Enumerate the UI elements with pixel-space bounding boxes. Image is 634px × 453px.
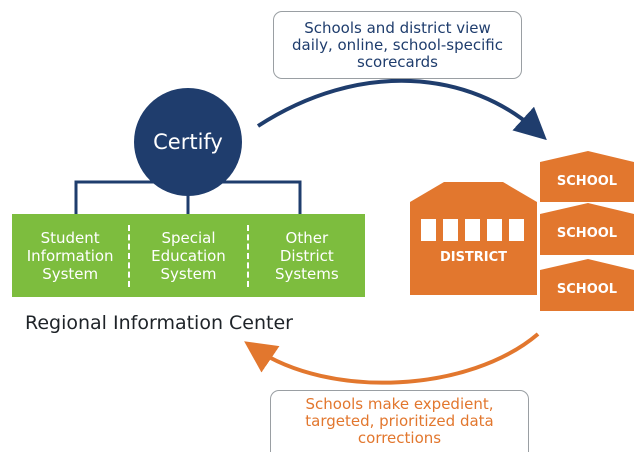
regional-center-label: Regional Information Center bbox=[25, 312, 293, 334]
school-box: SCHOOL bbox=[540, 282, 634, 302]
district-box: DISTRICT bbox=[410, 250, 537, 270]
certify-label: Certify bbox=[153, 130, 223, 154]
bottom-flow-arrow bbox=[244, 332, 540, 385]
school-label: SCHOOL bbox=[556, 174, 618, 189]
corrections-callout-text: Schools make expedient, targeted, priori… bbox=[305, 395, 494, 447]
system-other-district: Other District Systems bbox=[274, 228, 339, 283]
school-box: SCHOOL bbox=[540, 174, 634, 194]
district-building-icon bbox=[410, 182, 537, 295]
system-student-information: Student Information System bbox=[26, 228, 114, 283]
district-label: DISTRICT bbox=[439, 250, 508, 265]
school-label: SCHOOL bbox=[556, 226, 618, 241]
corrections-callout: Schools make expedient, targeted, priori… bbox=[270, 390, 529, 452]
school-building-icon bbox=[540, 151, 634, 202]
system-special-education: Special Education System bbox=[151, 228, 226, 283]
systems-divider bbox=[246, 224, 249, 287]
systems-bar: Student Information System Special Educa… bbox=[12, 214, 365, 297]
school-building-icon bbox=[540, 203, 634, 255]
school-label: SCHOOL bbox=[556, 282, 618, 297]
scorecards-callout-text: Schools and district view daily, online,… bbox=[292, 18, 503, 71]
scorecards-callout: Schools and district view daily, online,… bbox=[273, 11, 522, 79]
certify-node: Certify bbox=[134, 88, 242, 196]
systems-divider bbox=[128, 224, 131, 287]
top-flow-arrow bbox=[256, 78, 547, 141]
school-box: SCHOOL bbox=[540, 226, 634, 246]
school-building-icon bbox=[540, 259, 634, 311]
